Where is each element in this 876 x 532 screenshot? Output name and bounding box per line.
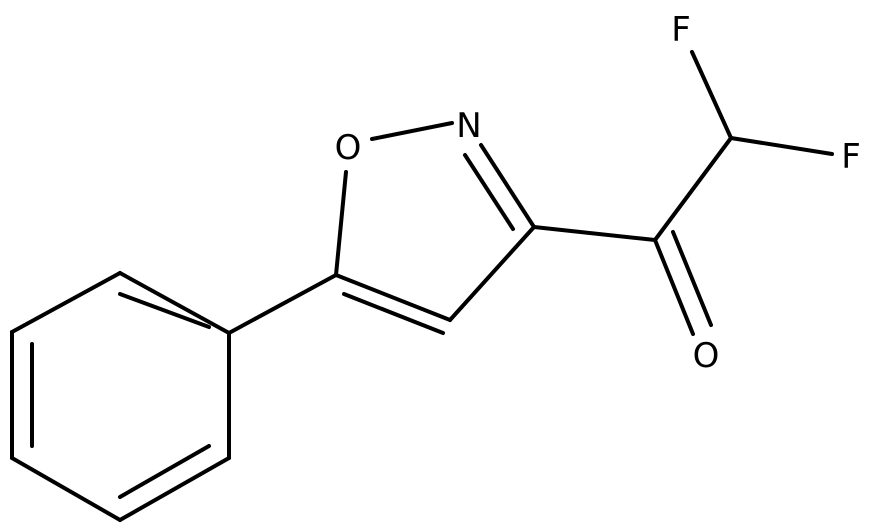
bond-c-f-right (729, 136, 834, 156)
bond-o-c5 (334, 170, 348, 277)
atom-label-n: N (456, 106, 481, 146)
atom-label-o-carbonyl: O (693, 336, 720, 376)
bond-carbonyl-c3 (532, 225, 657, 242)
bond-c5-c4-inner (342, 292, 445, 335)
atom-label-f-top: F (671, 10, 691, 50)
atom-label-o-ring: O (335, 128, 362, 168)
bond-n-o (370, 121, 454, 141)
bond-ph-inner-1 (118, 292, 211, 329)
bond-carbonyl-c-o-2 (671, 230, 713, 327)
bond-c-f-top (690, 50, 733, 140)
bond-chf2-carbonyl (653, 136, 733, 242)
bond-c5-phenyl (227, 273, 338, 335)
bond-c5-c4 (334, 273, 452, 322)
bond-c3-n-inner (463, 153, 515, 231)
bond-ph-5 (118, 456, 231, 522)
bond-c4-c3 (448, 225, 536, 322)
bond-ph-4 (10, 456, 122, 522)
bond-c3-n (479, 143, 536, 229)
bond-ph-1 (118, 271, 231, 335)
atom-label-f-right: F (841, 137, 861, 177)
bond-ph-2 (10, 271, 122, 334)
bond-ph-inner-3 (118, 444, 211, 499)
bond-carbonyl-c-o-1 (653, 238, 695, 336)
